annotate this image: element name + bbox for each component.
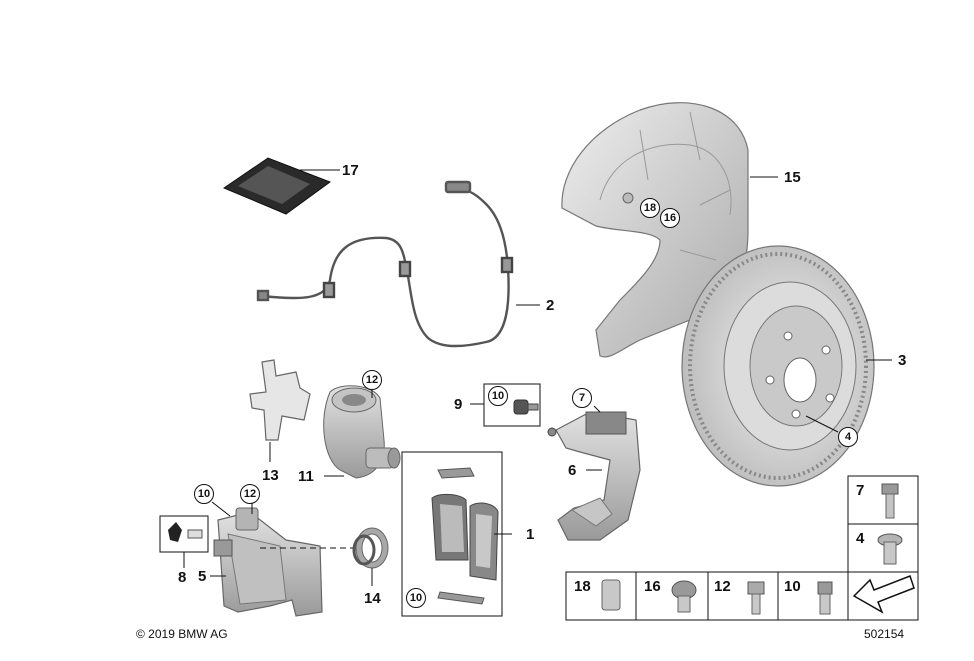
- legend-bottom-16: 16: [644, 578, 661, 595]
- brake-pad-set-part: [431, 467, 499, 605]
- callout-11: 11: [298, 468, 314, 485]
- callout-10a: 10: [488, 386, 508, 406]
- callout-3: 3: [898, 352, 907, 369]
- wear-sensor-part: [256, 180, 514, 348]
- copyright-text: © 2019 BMW AG: [136, 627, 228, 641]
- callout-8: 8: [178, 569, 187, 586]
- callout-10b: 10: [194, 484, 214, 504]
- seal-ring-part: [352, 527, 389, 569]
- legend-right-4: 4: [856, 530, 865, 547]
- caliper-carrier-part: [547, 411, 641, 541]
- parking-brake-actuator-part: [323, 385, 401, 479]
- legend-bottom-18: 18: [574, 578, 591, 595]
- sleeve-18-part: [601, 579, 621, 611]
- bolt-4-part: [877, 533, 903, 565]
- callout-2: 2: [546, 297, 555, 314]
- callout-10c: 10: [406, 588, 426, 608]
- callout-7: 7: [572, 388, 592, 408]
- callout-13: 13: [262, 467, 279, 484]
- diagram-number: 502154: [864, 627, 905, 641]
- bolt-10-part: [817, 581, 833, 615]
- bolt-12-part: [747, 581, 765, 615]
- brake-caliper-part: [213, 507, 323, 617]
- callout-9: 9: [454, 396, 463, 413]
- brake-disc-part: [681, 245, 875, 487]
- callout-17: 17: [342, 162, 359, 179]
- grease-sachet-part: [222, 157, 332, 215]
- callout-1: 1: [526, 526, 535, 543]
- guide-bolt-part: [513, 399, 539, 415]
- direction-arrow-icon: [852, 575, 915, 614]
- callout-14: 14: [364, 590, 381, 607]
- callout-12a: 12: [362, 370, 382, 390]
- callout-15: 15: [784, 169, 801, 186]
- bolt-7-part: [881, 483, 899, 519]
- legend-right-7: 7: [856, 482, 865, 499]
- bolt-16-part: [671, 580, 697, 613]
- callout-6: 6: [568, 462, 577, 479]
- bracket-part: [249, 359, 311, 441]
- callout-4: 4: [838, 427, 858, 447]
- callout-12b: 12: [240, 484, 260, 504]
- callout-16: 16: [660, 208, 680, 228]
- callout-5: 5: [198, 568, 207, 585]
- legend-bottom-10: 10: [784, 578, 801, 595]
- bleed-valve-part: [168, 522, 203, 542]
- callout-18: 18: [640, 198, 660, 218]
- legend-bottom-12: 12: [714, 578, 731, 595]
